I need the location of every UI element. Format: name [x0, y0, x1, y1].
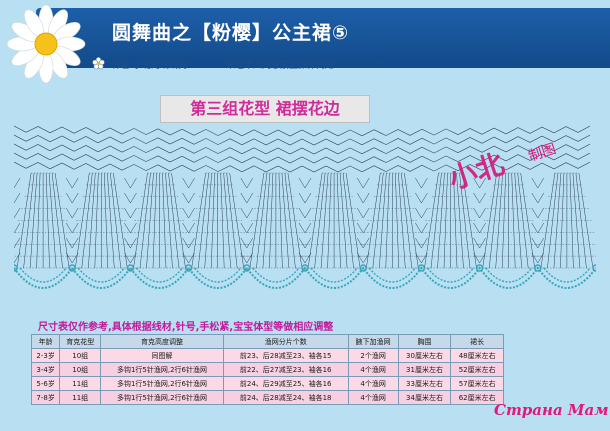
table-cell: 33厘米左右 — [397, 376, 452, 391]
table-cell: 前24、后28减至24、袖各18 — [222, 390, 349, 405]
subtitle-row: 作者:小北的线线窝 未经本人同意禁止操作商用 — [112, 58, 370, 71]
table-header-cell: 育克花型 — [59, 334, 102, 349]
table-cell: 前22、后27减至23、袖各16 — [222, 362, 349, 377]
table-cell: 4个渔网 — [347, 390, 399, 405]
copyright-notice: 未经本人同意禁止操作商用 — [225, 61, 334, 71]
crochet-chart — [14, 125, 596, 289]
table-cell: 11组 — [59, 390, 102, 405]
table-cell: 前24、后29减至25、袖各16 — [222, 376, 349, 391]
table-header-cell: 年龄 — [30, 334, 61, 349]
table-cell: 前23、后28减至23、袖各15 — [222, 348, 349, 363]
table-header-cell: 裙长 — [450, 334, 504, 349]
title-bar — [36, 8, 610, 68]
table-header-cell: 渔网分片个数 — [222, 334, 349, 349]
table-header-row: 年龄育克花型育克高度调整渔网分片个数腋下加渔网胸围裙长 — [30, 334, 504, 349]
page-title: 圆舞曲之【粉樱】公主裙⑤ — [112, 22, 350, 44]
table-cell: 52厘米左右 — [450, 362, 504, 377]
table-cell: 57厘米左右 — [450, 376, 504, 391]
table-cell: 7-8岁 — [30, 390, 61, 405]
section-heading: 第三组花型 裙摆花边 — [160, 95, 370, 123]
table-cell: 62厘米左右 — [450, 390, 504, 405]
table-header-cell: 腋下加渔网 — [347, 334, 399, 349]
table-cell: 31厘米左右 — [397, 362, 452, 377]
table-cell: 3-4岁 — [30, 362, 61, 377]
size-note: 尺寸表仅作参考,具体根据线材,针号,手松紧,宝宝体型等做相应调整 — [38, 322, 334, 333]
site-logo: Страна Мам — [494, 401, 609, 419]
table-cell: 48厘米左右 — [450, 348, 504, 363]
daisy-icon — [6, 4, 86, 84]
author-label: 作者:小北的线线窝 — [112, 61, 188, 71]
table-cell: 11组 — [59, 376, 102, 391]
table-cell: 30厘米左右 — [397, 348, 452, 363]
table-cell: 10组 — [59, 362, 102, 377]
table-cell: 4个渔网 — [347, 376, 399, 391]
table-cell: 多钩1行5针渔网,2行6针渔网 — [100, 390, 224, 405]
table-cell: 同图解 — [100, 348, 224, 363]
table-cell: 5-6岁 — [30, 376, 61, 391]
table-cell: 2-3岁 — [30, 348, 61, 363]
table-header-cell: 育克高度调整 — [100, 334, 224, 349]
table-cell: 34厘米左右 — [397, 390, 452, 405]
table-cell: 2个渔网 — [347, 348, 399, 363]
table-cell: 多钩1行5针渔网,2行6针渔网 — [100, 376, 224, 391]
table-cell: 10组 — [59, 348, 102, 363]
table-cell: 4个渔网 — [347, 362, 399, 377]
chart-body — [14, 125, 596, 289]
flower-icon — [92, 57, 105, 70]
table-header-cell: 胸围 — [397, 334, 452, 349]
table-cell: 多钩1行5针渔网,2行6针渔网 — [100, 362, 224, 377]
